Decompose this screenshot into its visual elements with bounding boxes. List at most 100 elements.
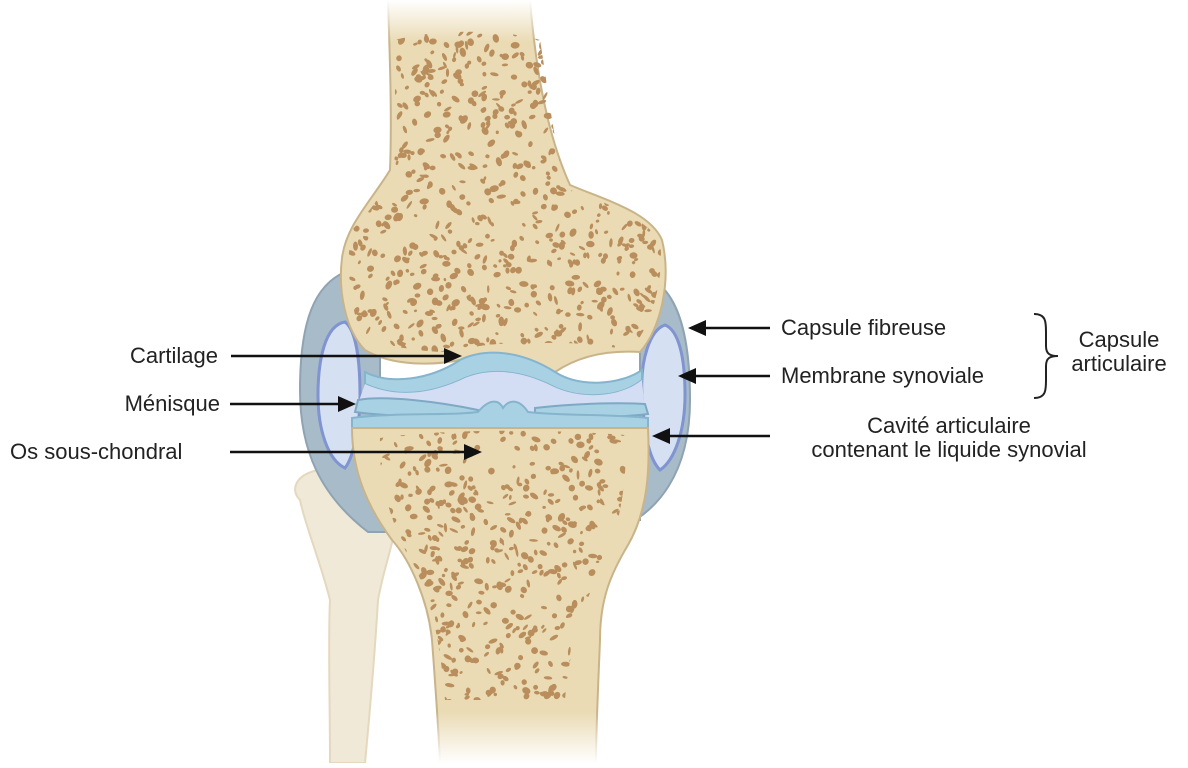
bone-pore xyxy=(645,39,651,46)
bone-pore xyxy=(592,61,601,70)
bone-pore xyxy=(404,608,409,611)
bone-pore xyxy=(565,158,571,166)
bone-pore xyxy=(606,58,615,66)
bone-pore xyxy=(660,52,669,60)
bone-pore xyxy=(665,92,672,99)
bone-pore xyxy=(446,68,449,77)
bone-pore xyxy=(631,200,638,207)
bone-pore xyxy=(653,67,662,76)
bone-pore xyxy=(625,662,631,668)
bone-pore xyxy=(652,126,663,137)
bone-pore xyxy=(605,93,614,101)
bone-pore xyxy=(374,699,381,705)
bone-pore xyxy=(607,54,616,59)
bone-pore xyxy=(659,107,668,115)
bone-pore xyxy=(623,94,630,102)
bone-pore xyxy=(658,76,662,86)
bone-pore xyxy=(563,50,572,57)
bone-pore xyxy=(608,84,613,89)
bone-pore xyxy=(382,674,390,684)
bone-pore xyxy=(412,597,419,607)
bone-pore xyxy=(405,673,410,679)
bone-pore xyxy=(592,67,601,74)
bone-pore xyxy=(633,113,639,119)
label-membrane-synoviale: Membrane synoviale xyxy=(781,364,984,388)
bone-pore xyxy=(376,697,383,702)
bone-pore xyxy=(373,682,380,688)
bone-pore xyxy=(626,658,632,666)
bone-pore xyxy=(653,80,661,88)
bone-pore xyxy=(608,144,614,150)
bone-pore xyxy=(631,628,639,635)
bone-pore xyxy=(617,192,625,197)
bone-pore xyxy=(370,139,375,144)
bone-pore xyxy=(660,55,666,61)
bone-pore xyxy=(401,702,408,709)
bone-pore xyxy=(646,58,653,66)
bone-pore xyxy=(632,133,638,140)
bone-pore xyxy=(445,591,452,596)
label-capsule-fibreuse: Capsule fibreuse xyxy=(781,316,946,340)
bone-pore xyxy=(576,46,583,51)
bone-pore xyxy=(635,538,643,546)
bone-pore xyxy=(611,158,620,162)
bone-pore xyxy=(385,591,394,600)
bone-pore xyxy=(458,326,464,329)
bone-pore xyxy=(610,51,617,59)
bone-pore xyxy=(343,221,350,230)
bone-pore xyxy=(628,570,635,577)
label-cavite-line2: contenant le liquide synovial xyxy=(776,438,1122,462)
bone-pore xyxy=(641,87,646,92)
bone-pore xyxy=(640,117,644,121)
arrow-capsule-fibreuse xyxy=(688,320,770,336)
capsule-brace xyxy=(1034,314,1058,398)
bone-pore xyxy=(641,52,649,60)
bone-pore xyxy=(631,88,636,97)
bone-pore xyxy=(635,646,640,652)
bone-pore xyxy=(628,71,637,77)
bone-pore xyxy=(614,75,621,84)
bone-pore xyxy=(378,682,386,689)
bone-pore xyxy=(599,102,609,113)
bone-pore xyxy=(567,149,570,155)
bone-pore xyxy=(644,137,651,143)
bone-pore xyxy=(630,141,636,146)
bone-pore xyxy=(662,190,667,197)
bone-pore xyxy=(651,143,657,147)
bone-pore xyxy=(600,132,608,139)
bone-pore xyxy=(352,78,360,88)
bone-pore xyxy=(629,171,639,179)
bone-pore xyxy=(623,160,630,165)
bone-pore xyxy=(339,200,344,205)
bone-pore xyxy=(650,46,656,54)
bone-pore xyxy=(476,611,482,614)
bone-pore xyxy=(410,631,416,636)
bone-pore xyxy=(626,355,637,364)
label-capsule-articulaire: Capsule articulaire xyxy=(1058,328,1180,376)
bone-pore xyxy=(338,182,344,187)
bone-pore xyxy=(617,138,624,145)
bone-pore xyxy=(635,100,643,105)
bone-pore xyxy=(600,115,608,123)
bone-pore xyxy=(627,31,633,37)
bone-pore xyxy=(615,107,623,113)
bone-pore xyxy=(593,136,602,145)
bone-pore xyxy=(363,132,370,139)
bone-pore xyxy=(566,136,573,142)
bone-pore xyxy=(593,143,603,149)
bone-pore xyxy=(407,608,416,615)
bone-pore xyxy=(340,65,350,75)
bone-pore xyxy=(635,702,639,709)
bone-pore xyxy=(397,701,405,708)
bone-pore xyxy=(627,686,633,693)
bone-pore xyxy=(408,605,412,612)
bone-pore xyxy=(578,27,586,36)
bone-pore xyxy=(618,175,627,184)
bone-pore xyxy=(558,122,564,129)
bone-pore xyxy=(597,71,605,77)
bone-pore xyxy=(590,102,595,107)
bone-pore xyxy=(646,204,654,212)
bone-pore xyxy=(608,174,615,181)
bone-pore xyxy=(402,627,410,635)
